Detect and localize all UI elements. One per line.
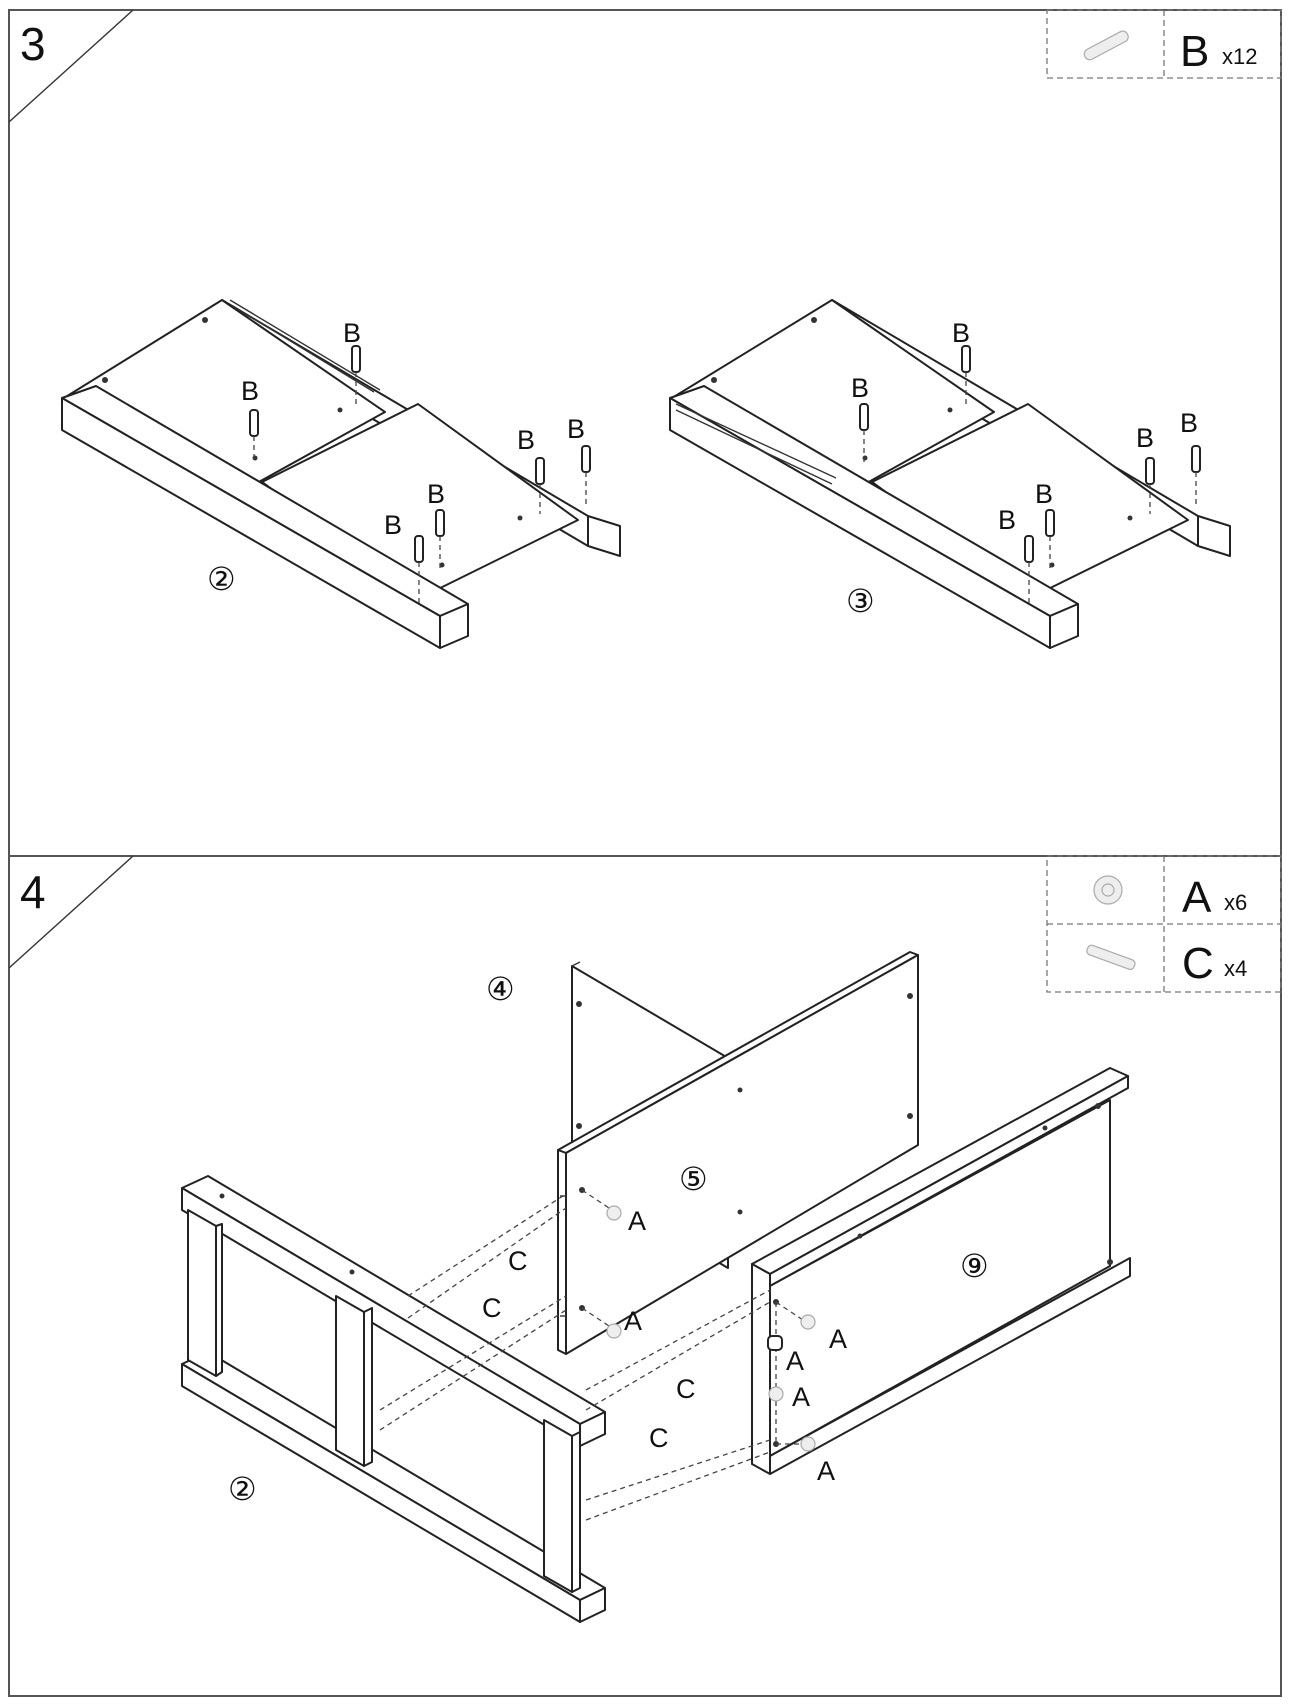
cam-lock-label: A: [786, 1346, 804, 1376]
step3-right-assembly: B B B B B B ③: [669, 299, 1231, 649]
step4-corner-line: [8, 855, 134, 969]
step3-left-assembly: B B B B B B ②: [61, 299, 621, 649]
dowel-group: [249, 345, 591, 604]
hardware-qty-b: x12: [1222, 44, 1257, 69]
cam-bolt-label: C: [649, 1423, 669, 1453]
page-frame: [8, 9, 1282, 1697]
step3-number: 3: [20, 18, 46, 70]
part-number-4: ④: [486, 971, 515, 1007]
cam-lock-icon: [1093, 875, 1123, 905]
hardware-letter-c: C: [1182, 939, 1214, 988]
hardware-letter-b: B: [1180, 27, 1209, 76]
hardware-qty-a: x6: [1224, 890, 1247, 915]
dowel-label: B: [343, 318, 361, 348]
dowel-label: B: [851, 373, 869, 403]
dowel-label: B: [998, 505, 1016, 535]
cam-lock-label: A: [817, 1456, 835, 1486]
dowel-label: B: [952, 318, 970, 348]
cam-bolt-label: C: [482, 1293, 502, 1323]
dowel-label: B: [1136, 423, 1154, 453]
step3-hardware-box: B x12: [1046, 9, 1282, 79]
dowel-label: B: [567, 414, 585, 444]
part-number-2: ②: [228, 1471, 257, 1507]
dowel-label: B: [517, 425, 535, 455]
step4-hardware-box: A x6 C x4: [1046, 855, 1282, 993]
part-number-3: ③: [846, 583, 875, 619]
dowel-label: B: [427, 479, 445, 509]
dowel-label: B: [1180, 408, 1198, 438]
step3-corner-line: [8, 9, 134, 123]
dowel-group: [859, 345, 1201, 604]
dowel-label: B: [384, 510, 402, 540]
cam-lock-label: A: [792, 1382, 810, 1412]
part-number-2: ②: [207, 561, 236, 597]
part-number-5: ⑤: [679, 1161, 708, 1197]
panel-9: [751, 1067, 1131, 1475]
part-number-9: ⑨: [960, 1248, 989, 1284]
hardware-qty-c: x4: [1224, 956, 1247, 981]
frame-2: [181, 1175, 606, 1623]
cam-lock-group: [606, 1205, 816, 1452]
cam-bolt-label: C: [508, 1246, 528, 1276]
dowel-icon: [1083, 30, 1129, 61]
cam-lock-label: A: [628, 1206, 646, 1236]
cam-lock-label: A: [624, 1306, 642, 1336]
dowel-label: B: [241, 376, 259, 406]
alignment-lines: [379, 1189, 807, 1521]
dowel-label: B: [1035, 479, 1053, 509]
cam-bolt-icon: [1086, 944, 1136, 971]
panel-5: [557, 951, 919, 1355]
hardware-letter-a: A: [1182, 873, 1212, 922]
cam-lock-label: A: [829, 1324, 847, 1354]
step4-number: 4: [20, 866, 46, 918]
cam-bolt-label: C: [676, 1374, 696, 1404]
